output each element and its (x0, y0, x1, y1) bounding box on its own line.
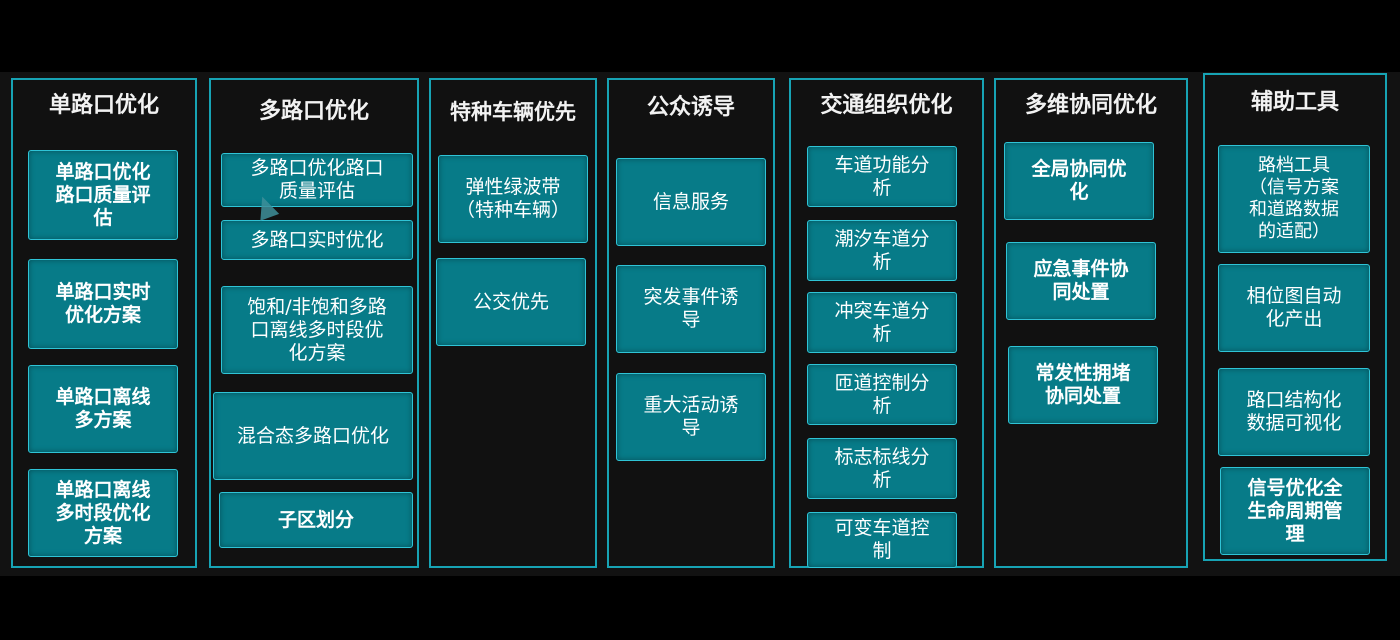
card-event-guidance[interactable]: 重大活动诱 导 (616, 373, 766, 461)
card-single-offline-multi[interactable]: 单路口离线 多时段优化 方案 (28, 469, 178, 557)
card-tidal-lane[interactable]: 潮汐车道分 析 (807, 220, 957, 281)
card-info-service[interactable]: 信息服务 (616, 158, 766, 246)
card-single-offline[interactable]: 单路口离线 多方案 (28, 365, 178, 453)
panel-title: 公众诱导 (646, 95, 735, 120)
panel-multidimensional: 多维协同优化 全局协同优 化 应急事件协 同处置 常发性拥堵 协同处置 (994, 78, 1188, 568)
card-conflict-lane[interactable]: 冲突车道分 析 (807, 292, 957, 353)
card-single-realtime[interactable]: 单路口实时 优化方案 (28, 259, 178, 349)
card-signal-lifecycle[interactable]: 信号优化全 生命周期管 理 (1220, 467, 1370, 555)
card-variable-lane[interactable]: 可变车道控 制 (807, 512, 957, 568)
panel-public-guidance: 公众诱导 信息服务 突发事件诱 导 重大活动诱 导 (607, 78, 775, 568)
card-multi-quality[interactable]: 多路口优化路口 质量评估 (221, 153, 413, 207)
panel-special-vehicle: 特种车辆优先 弹性绿波带 （特种车辆） 公交优先 (429, 78, 597, 568)
card-multi-offline[interactable]: 饱和/非饱和多路 口离线多时段优 化方案 (221, 286, 413, 374)
card-green-wave[interactable]: 弹性绿波带 （特种车辆） (438, 155, 588, 243)
card-road-file-tool[interactable]: 路档工具 （信号方案 和道路数据 的适配） (1218, 145, 1370, 253)
card-subarea-division[interactable]: 子区划分 (219, 492, 413, 548)
panel-title: 多维协同优化 (1024, 93, 1157, 118)
panel-title: 多路口优化 (258, 99, 369, 124)
card-multi-realtime[interactable]: 多路口实时优化 (221, 220, 413, 260)
card-phase-diagram[interactable]: 相位图自动 化产出 (1218, 264, 1370, 352)
card-congestion-coordination[interactable]: 常发性拥堵 协同处置 (1008, 346, 1158, 424)
panel-single-intersection: 单路口优化 单路口优化 路口质量评 估 单路口实时 优化方案 单路口离线 多方案… (11, 78, 197, 568)
card-lane-function[interactable]: 车道功能分 析 (807, 146, 957, 207)
card-single-quality[interactable]: 单路口优化 路口质量评 估 (28, 150, 178, 240)
card-global-coordination[interactable]: 全局协同优 化 (1004, 142, 1154, 220)
panel-title: 辅助工具 (1250, 90, 1339, 115)
panel-title: 特种车辆优先 (450, 100, 576, 124)
card-sign-marking[interactable]: 标志标线分 析 (807, 438, 957, 499)
card-incident-guidance[interactable]: 突发事件诱 导 (616, 265, 766, 353)
card-emergency-coordination[interactable]: 应急事件协 同处置 (1006, 242, 1156, 320)
panel-traffic-organization: 交通组织优化 车道功能分 析 潮汐车道分 析 冲突车道分 析 匝道控制分 析 标… (789, 78, 984, 568)
panel-title: 单路口优化 (48, 93, 159, 118)
panel-title: 交通组织优化 (820, 93, 953, 118)
panel-auxiliary-tools: 辅助工具 路档工具 （信号方案 和道路数据 的适配） 相位图自动 化产出 路口结… (1203, 73, 1387, 561)
panel-multi-intersection: 多路口优化 多路口优化路口 质量评估 多路口实时优化 饱和/非饱和多路 口离线多… (209, 78, 419, 568)
card-intersection-visualization[interactable]: 路口结构化 数据可视化 (1218, 368, 1370, 456)
card-bus-priority[interactable]: 公交优先 (436, 258, 586, 346)
card-ramp-control[interactable]: 匝道控制分 析 (807, 364, 957, 425)
card-multi-hybrid[interactable]: 混合态多路口优化 (213, 392, 413, 480)
